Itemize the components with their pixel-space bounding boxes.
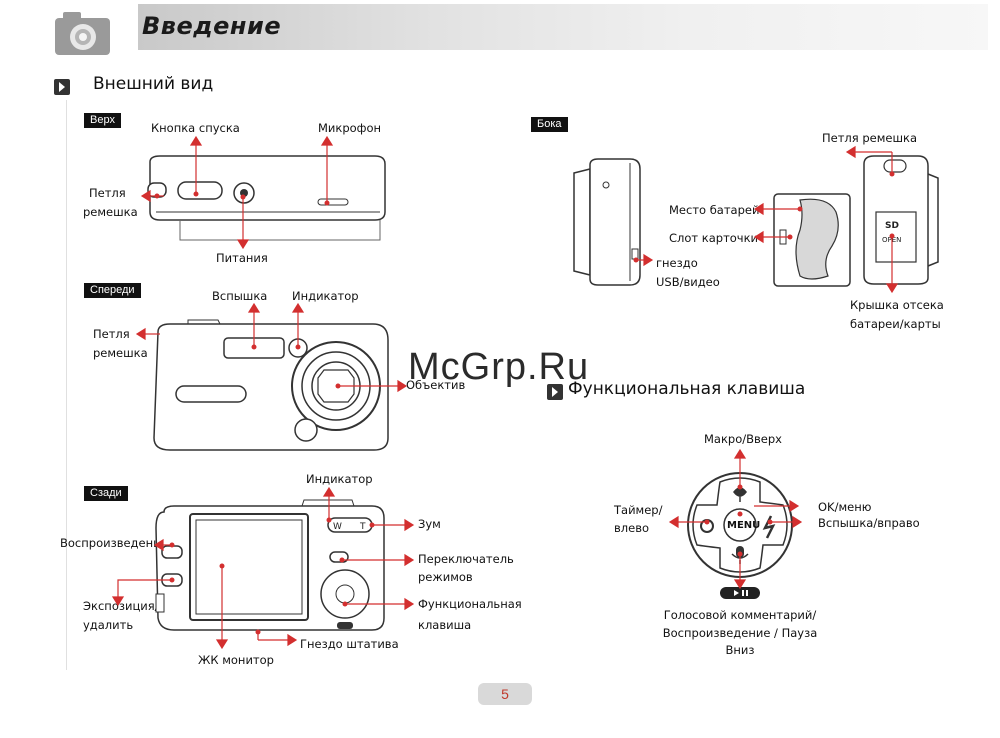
- camera-side-left: [573, 158, 641, 286]
- label-func-1: Функциональная: [418, 597, 522, 611]
- label-zoom: Зум: [418, 517, 441, 531]
- label-top-strap-2: ремешка: [83, 205, 138, 219]
- label-power: Питания: [216, 251, 268, 265]
- label-dpad-left-1: Таймер/: [614, 503, 663, 517]
- label-func-2: клавиша: [418, 618, 472, 632]
- label-top-strap-1: Петля: [89, 186, 126, 200]
- section-arrow-icon: [54, 79, 70, 95]
- label-front-indicator: Индикатор: [292, 289, 359, 303]
- camera-side-battery: [773, 193, 851, 287]
- label-dpad-down-1: Голосовой комментарий/: [663, 608, 817, 622]
- label-exposure-2: удалить: [83, 618, 134, 632]
- label-dpad-left-2: влево: [614, 521, 650, 535]
- svg-text:SD: SD: [885, 221, 899, 231]
- label-mic: Микрофон: [318, 121, 382, 135]
- camera-icon: [55, 12, 110, 55]
- label-cover-1: Крышка отсека: [850, 298, 944, 312]
- camera-front-view: [153, 319, 389, 451]
- section-title-appearance: Внешний вид: [93, 74, 214, 94]
- label-mode-2: режимов: [418, 570, 473, 584]
- tag-sides: Бока: [531, 117, 568, 132]
- page-title: Введение: [142, 12, 282, 40]
- label-front-strap-1: Петля: [93, 327, 130, 341]
- label-lcd: ЖК монитор: [198, 653, 274, 667]
- label-dpad-up: Макро/Вверх: [704, 432, 782, 446]
- camera-back-view: W T: [155, 499, 385, 631]
- label-lens: Объектив: [406, 378, 466, 392]
- label-back-indicator: Индикатор: [306, 472, 373, 486]
- divider: [66, 100, 67, 670]
- label-front-strap-2: ремешка: [93, 346, 148, 360]
- section-title-function-key: Функциональная клавиша: [568, 379, 806, 399]
- dpad-diagram: [687, 472, 793, 578]
- label-shutter: Кнопка спуска: [151, 121, 240, 135]
- page-number: 5: [478, 683, 532, 705]
- label-dpad-down-3: Вниз: [725, 643, 755, 657]
- tag-back: Сзади: [84, 486, 128, 501]
- label-cover-2: батареи/карты: [850, 317, 941, 331]
- svg-text:T: T: [359, 522, 366, 532]
- label-usb-1: гнездо: [656, 256, 698, 270]
- label-dpad-down-2: Воспроизведение / Пауза: [662, 626, 818, 640]
- watermark: McGrp.Ru: [408, 346, 590, 388]
- label-dpad-right-1: OK/меню: [818, 500, 872, 514]
- section-arrow-icon-2: [547, 384, 563, 400]
- tag-top: Верх: [84, 113, 121, 128]
- label-mode-1: Переключатель: [418, 552, 514, 566]
- svg-text:W: W: [333, 522, 342, 532]
- camera-side-right: SD OPEN: [863, 155, 939, 285]
- label-exposure-1: Экспозиция/: [83, 599, 159, 613]
- dpad-menu-label: MENU: [727, 520, 761, 531]
- tag-front: Спереди: [84, 283, 141, 298]
- label-dpad-right-2: Вспышка/вправо: [818, 516, 920, 530]
- label-card: Слот карточки: [669, 231, 759, 245]
- label-battery: Место батарей: [669, 203, 760, 217]
- header-banner: [138, 4, 988, 50]
- play-pause-button-icon: [720, 587, 760, 599]
- label-usb-2: USB/видео: [656, 275, 720, 289]
- label-tripod: Гнездо штатива: [300, 637, 399, 651]
- label-flash: Вспышка: [212, 289, 268, 303]
- label-playback: Воспроизведение: [60, 536, 168, 550]
- label-side-strap: Петля ремешка: [822, 131, 917, 145]
